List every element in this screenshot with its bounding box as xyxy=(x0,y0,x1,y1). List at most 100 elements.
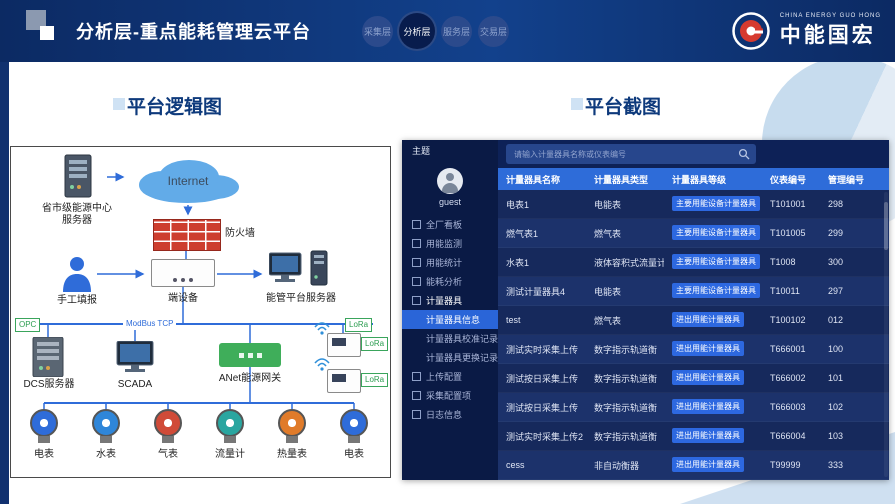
cell-meter-no: T99999 xyxy=(770,460,801,470)
sidebar-item[interactable]: 计量器具 xyxy=(402,291,498,310)
meter-row: 电表 水表 气表 流量计 xyxy=(13,409,388,460)
grade-badge: 进出用能计量器具 xyxy=(672,340,744,356)
table-row[interactable]: cess 非自动衡器 进出用能计量器具 T99999 333 xyxy=(498,451,889,480)
grade-badge: 主要用能设备计量器具 xyxy=(672,282,760,298)
search-box[interactable] xyxy=(506,144,756,164)
meter-node: 电表 xyxy=(13,409,75,460)
cell-name: 测试计量器具4 xyxy=(506,286,566,297)
cell-grade: 进出用能计量器具 xyxy=(664,369,762,387)
cell-grade: 进出用能计量器具 xyxy=(664,427,762,445)
table-scrollbar[interactable] xyxy=(884,192,888,477)
meter-base xyxy=(286,436,298,443)
cell-mgmt-no: 299 xyxy=(828,228,844,238)
menu-item-label: 计量器具更换记录 xyxy=(426,353,499,363)
column-header: 管理编号 xyxy=(828,174,865,185)
cell-type: 数字指示轨道衡 xyxy=(594,402,658,413)
menu-item-label: 用能统计 xyxy=(426,258,463,268)
menu-item-icon xyxy=(412,296,421,305)
wifi-icon xyxy=(314,358,330,371)
scada-monitor-icon xyxy=(116,341,154,372)
sidebar-item[interactable]: 上传配置 xyxy=(402,367,498,386)
table-row[interactable]: 水表1 液体容积式流量计 主要用能设备计量器具 T1008 300 xyxy=(498,248,889,277)
table-row[interactable]: 燃气表1 燃气表 主要用能设备计量器具 T101005 299 xyxy=(498,219,889,248)
deco-squares-icon xyxy=(26,10,62,50)
menu-item-icon xyxy=(412,410,421,419)
meter-gauge-icon xyxy=(154,409,182,437)
sidebar-item[interactable]: 能耗分析 xyxy=(402,272,498,291)
table-row[interactable]: 电表1 电能表 主要用能设备计量器具 T101001 298 xyxy=(498,190,889,219)
cell-meter-no: T101005 xyxy=(770,228,806,238)
meter-base xyxy=(224,436,236,443)
slide-header: 分析层-重点能耗管理云平台 采集层 分析层 服务层 交易层 xyxy=(0,0,895,62)
scrollbar-thumb[interactable] xyxy=(884,202,888,250)
cell-meter-no: T10011 xyxy=(770,286,800,296)
table-row[interactable]: test 燃气表 进出用能计量器具 T100102 012 xyxy=(498,306,889,335)
firewall-icon xyxy=(153,219,221,251)
firewall-label: 防火墙 xyxy=(225,228,255,239)
platform-screenshot: 主题 guest 全厂看板 用能监测 xyxy=(402,140,889,480)
theme-label[interactable]: 主题 xyxy=(412,146,431,156)
layer-badge[interactable]: 分析层 xyxy=(399,13,435,49)
meter-node: 流量计 xyxy=(199,409,261,460)
cell-grade: 主要用能设备计量器具 xyxy=(664,253,762,271)
lora-bus-badge: LoRa xyxy=(345,318,373,332)
cell-name: 测试实时采集上传2 xyxy=(506,431,584,442)
cell-name: test xyxy=(506,315,521,325)
menu-item-icon xyxy=(412,277,421,286)
lora-device-badge-2: LoRa xyxy=(361,373,389,387)
grade-badge: 进出用能计量器具 xyxy=(672,311,744,327)
grade-badge: 进出用能计量器具 xyxy=(672,456,744,472)
title-deco-square-left xyxy=(113,98,125,110)
sidebar-item[interactable]: 用能统计 xyxy=(402,253,498,272)
layer-badge[interactable]: 服务层 xyxy=(441,15,472,47)
sidebar-item[interactable]: 用能监测 xyxy=(402,234,498,253)
username: guest xyxy=(438,197,462,207)
sidebar-item[interactable]: 计量器具校准记录 xyxy=(402,329,498,348)
page-title: 分析层-重点能耗管理云平台 xyxy=(76,22,311,42)
layer-badge-label: 分析层 xyxy=(403,26,431,37)
cell-mgmt-no: 100 xyxy=(828,344,844,354)
table-row[interactable]: 测试实时采集上传2 数字指示轨道衡 进出用能计量器具 T666004 103 xyxy=(498,422,889,451)
grade-badge: 进出用能计量器具 xyxy=(672,398,744,414)
table-row[interactable]: 测试按日采集上传 数字指示轨道衡 进出用能计量器具 T666002 101 xyxy=(498,364,889,393)
menu-item-icon xyxy=(412,239,421,248)
cell-grade: 主要用能设备计量器具 xyxy=(664,282,762,300)
menu-item-label: 计量器具 xyxy=(426,296,463,306)
meter-node: 热量表 xyxy=(261,409,323,460)
brand-name-en: CHINA ENERGY GUO HONG xyxy=(779,13,881,19)
cell-type: 数字指示轨道衡 xyxy=(594,431,658,442)
meter-label: 水表 xyxy=(96,449,116,460)
search-input[interactable] xyxy=(512,148,734,160)
user-avatar[interactable] xyxy=(437,168,463,194)
grade-badge: 主要用能设备计量器具 xyxy=(672,195,760,211)
meter-label: 气表 xyxy=(158,449,178,460)
internet-cloud-icon xyxy=(139,160,239,203)
grade-badge: 进出用能计量器具 xyxy=(672,369,744,385)
sidebar-item[interactable]: 采集配置项 xyxy=(402,386,498,405)
wifi-icon xyxy=(314,322,330,335)
cell-grade: 主要用能设备计量器具 xyxy=(664,195,762,213)
cell-name: cess xyxy=(506,460,525,470)
section-title-logic-diagram: 平台逻辑图 xyxy=(127,97,223,118)
sidebar-item[interactable]: 日志信息 xyxy=(402,405,498,424)
cell-type: 非自动衡器 xyxy=(594,460,640,471)
cell-grade: 主要用能设备计量器具 xyxy=(664,224,762,242)
meter-label: 电表 xyxy=(34,449,54,460)
layer-badge[interactable]: 采集层 xyxy=(362,15,393,47)
layer-badge[interactable]: 交易层 xyxy=(478,15,509,47)
table-row[interactable]: 测试实时采集上传 数字指示轨道衡 进出用能计量器具 T666001 100 xyxy=(498,335,889,364)
menu-item-label: 用能监测 xyxy=(426,239,463,249)
sidebar-item[interactable]: 全厂看板 xyxy=(402,215,498,234)
cell-mgmt-no: 102 xyxy=(828,402,844,412)
platform-server-label: 能管平台服务器 xyxy=(266,293,336,304)
sidebar-item[interactable]: 计量器具信息 xyxy=(402,310,498,329)
sidebar-item[interactable]: 计量器具更换记录 xyxy=(402,348,498,367)
table-row[interactable]: 测试按日采集上传 数字指示轨道衡 进出用能计量器具 T666003 102 xyxy=(498,393,889,422)
table-row[interactable]: 测试计量器具4 电能表 主要用能设备计量器具 T10011 297 xyxy=(498,277,889,306)
search-icon[interactable] xyxy=(738,148,750,160)
menu-item-label: 计量器具校准记录 xyxy=(426,334,499,344)
dcs-server-label: DCS服务器 xyxy=(23,379,75,390)
deco-square-gray xyxy=(26,10,46,30)
platform-logic-diagram: 省市级能源中心 服务器 Internet 防火墙 手工填报 端设备 xyxy=(10,146,391,478)
